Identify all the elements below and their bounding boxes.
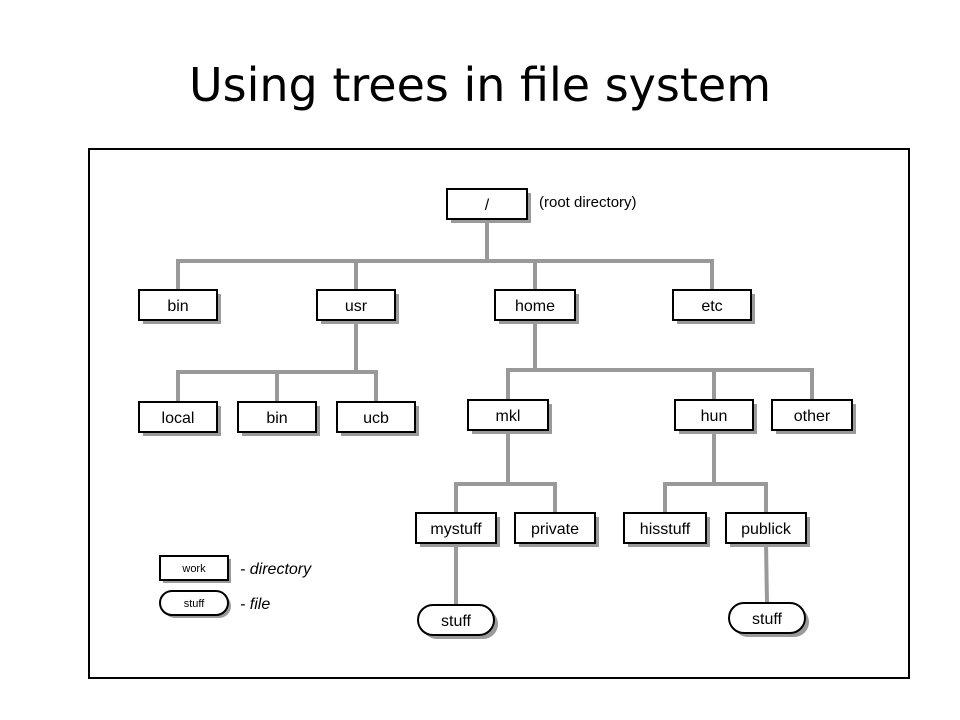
- root-directory-annotation: (root directory): [539, 194, 637, 211]
- directory-box: [316, 289, 396, 321]
- directory-box: [415, 512, 497, 544]
- node-label: home: [515, 298, 555, 315]
- directory-node-local[interactable]: local: [138, 401, 221, 436]
- node-label: ucb: [363, 410, 389, 427]
- directory-node-home[interactable]: home: [494, 289, 579, 324]
- node-label: mystuff: [430, 521, 482, 538]
- edge-group-usr: [176, 320, 378, 402]
- directory-box: [771, 399, 853, 431]
- directory-box: [514, 512, 596, 544]
- directory-node-usr[interactable]: usr: [316, 289, 399, 324]
- node-label: stuff: [752, 611, 783, 628]
- tree-nodes: / bin usr home etc local bin ucb mkl hun other myst…: [138, 188, 856, 639]
- file-box: [728, 602, 806, 634]
- node-label: /: [485, 197, 490, 214]
- directory-node-publick[interactable]: publick: [725, 512, 810, 547]
- directory-node-ucb[interactable]: ucb: [336, 401, 419, 436]
- directory-box: [138, 401, 218, 433]
- directory-box: [336, 401, 416, 433]
- directory-box: [725, 512, 807, 544]
- directory-node-bin[interactable]: bin: [138, 289, 221, 324]
- directory-node-hisstuff[interactable]: hisstuff: [623, 512, 710, 547]
- diagram-frame: / bin usr home etc local bin ucb mkl hun other myst…: [88, 148, 910, 679]
- legend-item-directory: work - directory: [159, 555, 312, 583]
- file-node-mystuff-stuff[interactable]: stuff: [417, 604, 498, 639]
- node-label: etc: [701, 298, 722, 315]
- edge-group-home: [506, 320, 814, 400]
- node-label: hisstuff: [640, 521, 691, 538]
- legend-description: - directory: [240, 561, 312, 578]
- file-system-tree-diagram: / bin usr home etc local bin ucb mkl hun other myst…: [138, 188, 856, 639]
- directory-box: [674, 399, 754, 431]
- directory-box: [672, 289, 752, 321]
- node-label: mkl: [496, 408, 521, 425]
- node-label: usr: [345, 298, 368, 315]
- diagram-legend: work - directory stuff - file: [159, 555, 312, 618]
- directory-node-mkl[interactable]: mkl: [467, 399, 552, 434]
- node-label: hun: [701, 408, 728, 425]
- tree-edges: [176, 219, 814, 605]
- edge-group-hun: [663, 430, 768, 513]
- legend-description: - file: [240, 596, 270, 613]
- node-label: stuff: [441, 613, 472, 630]
- directory-box: [494, 289, 576, 321]
- edge-group-publick: [764, 542, 769, 604]
- directory-box: [623, 512, 707, 544]
- node-label: private: [531, 521, 579, 538]
- directory-node-private[interactable]: private: [514, 512, 599, 547]
- legend-directory-swatch: [159, 555, 229, 581]
- edge-group-root: [176, 219, 714, 290]
- legend-item-file: stuff - file: [159, 590, 270, 618]
- directory-node-mystuff[interactable]: mystuff: [415, 512, 500, 547]
- directory-box: [467, 399, 549, 431]
- node-label: local: [162, 410, 195, 427]
- node-label: bin: [167, 298, 188, 315]
- directory-node-etc[interactable]: etc: [672, 289, 755, 324]
- node-label: other: [794, 408, 831, 425]
- file-node-publick-stuff[interactable]: stuff: [728, 602, 809, 637]
- node-label: bin: [266, 410, 287, 427]
- directory-box: [237, 401, 317, 433]
- directory-node-root[interactable]: /: [446, 188, 531, 223]
- tree-edge: [764, 542, 769, 604]
- legend-file-swatch: [159, 590, 229, 616]
- directory-box: [446, 188, 528, 220]
- directory-node-hun[interactable]: hun: [674, 399, 757, 434]
- legend-sample-label: stuff: [184, 598, 206, 610]
- directory-node-usr-bin[interactable]: bin: [237, 401, 320, 436]
- directory-node-other[interactable]: other: [771, 399, 856, 434]
- legend-sample-label: work: [181, 563, 206, 575]
- directory-box: [138, 289, 218, 321]
- edge-group-mkl: [454, 430, 557, 513]
- file-box: [417, 604, 495, 636]
- slide-title: Using trees in file system: [188, 58, 772, 112]
- node-label: publick: [741, 521, 792, 538]
